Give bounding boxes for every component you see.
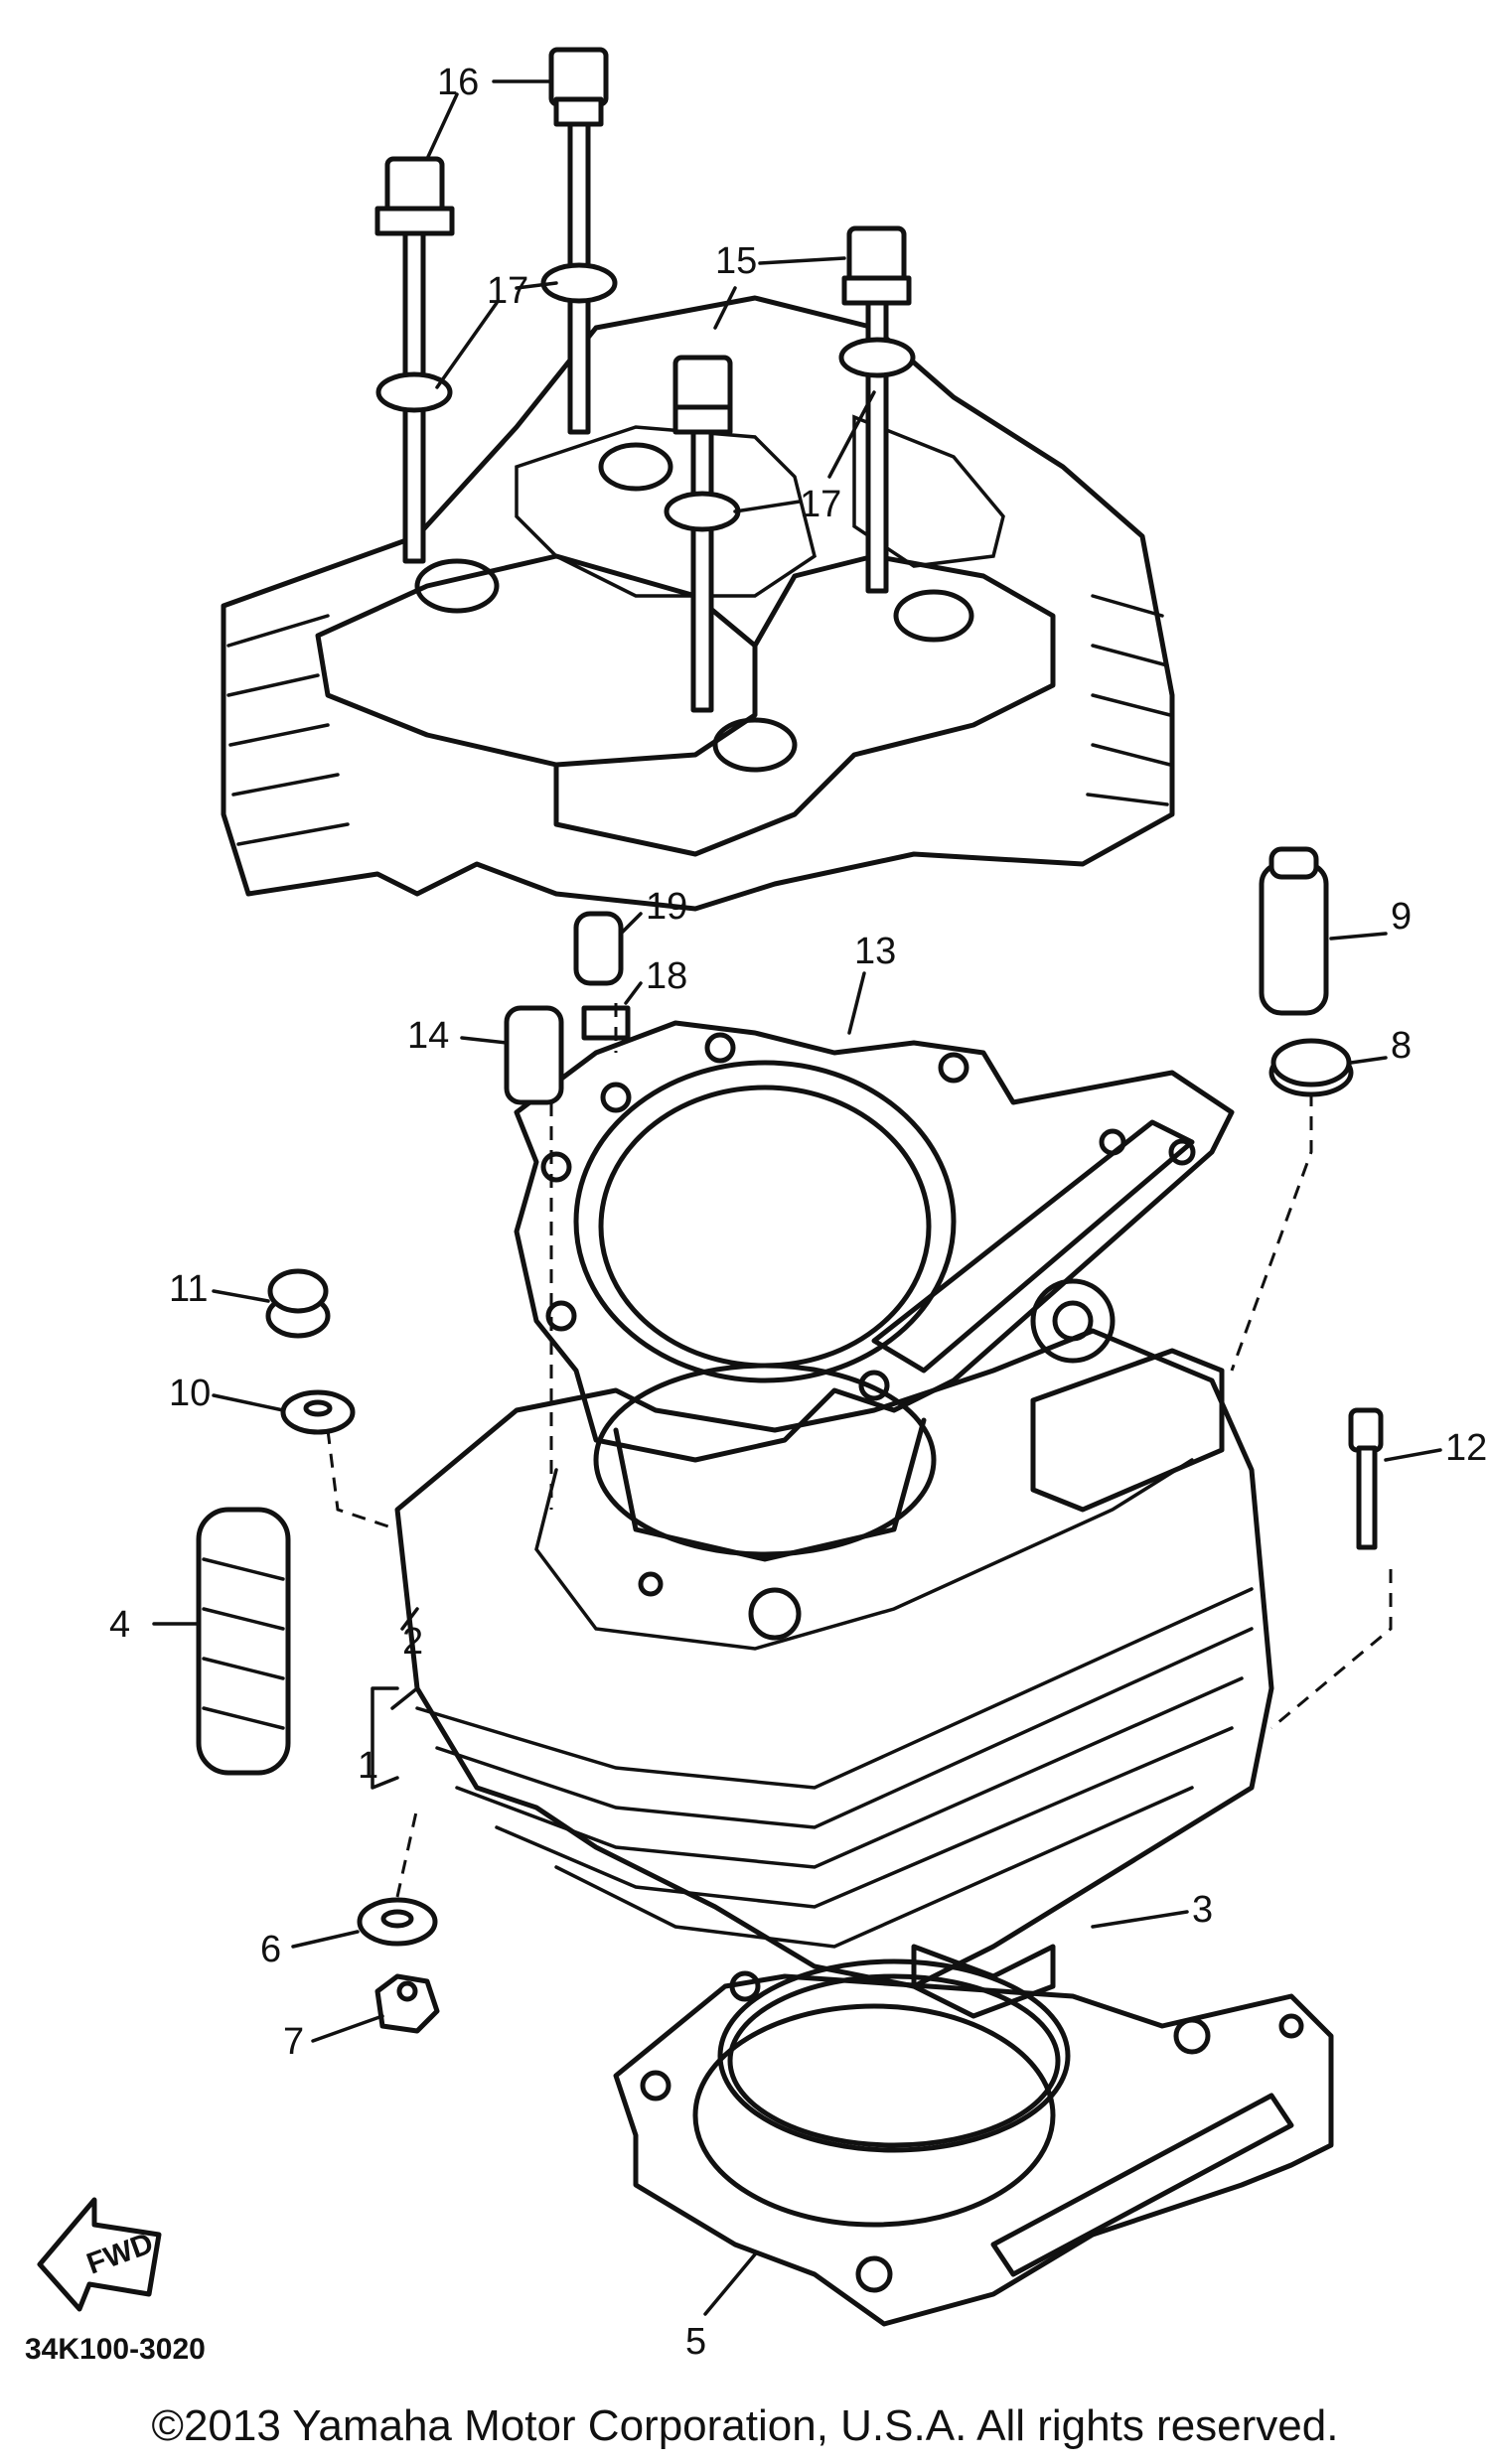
callout-16-top: 16 bbox=[437, 62, 479, 103]
callout-17-right: 17 bbox=[800, 484, 841, 525]
callout-1-bracket bbox=[371, 1686, 399, 1790]
callout-12: 12 bbox=[1445, 1427, 1487, 1469]
callout-4: 4 bbox=[109, 1604, 130, 1646]
callout-18: 18 bbox=[646, 955, 687, 997]
callout-3: 3 bbox=[1192, 1889, 1213, 1931]
callout-7: 7 bbox=[283, 2021, 304, 2063]
callout-14: 14 bbox=[407, 1015, 449, 1057]
callout-11: 11 bbox=[169, 1268, 208, 1310]
callout-13: 13 bbox=[854, 931, 896, 972]
callout-8: 8 bbox=[1391, 1025, 1412, 1067]
callout-17-left: 17 bbox=[487, 270, 528, 312]
copyright-notice: ©2013 Yamaha Motor Corporation, U.S.A. A… bbox=[151, 2401, 1339, 2450]
callout-5: 5 bbox=[685, 2321, 706, 2363]
callout-15: 15 bbox=[715, 240, 757, 282]
callout-10: 10 bbox=[169, 1373, 211, 1414]
callout-19: 19 bbox=[646, 886, 687, 928]
leader-lines bbox=[152, 79, 1442, 2316]
base-gasket bbox=[613, 1958, 1334, 2327]
callout-1: 1 bbox=[358, 1745, 378, 1787]
part-code: 34K100-3020 bbox=[25, 2333, 206, 2366]
head-bolts bbox=[374, 47, 916, 713]
callout-2: 2 bbox=[402, 1621, 423, 1663]
cylinder bbox=[394, 1278, 1274, 2019]
callout-9: 9 bbox=[1391, 896, 1412, 938]
small-parts: FWD bbox=[37, 846, 1384, 2312]
cylinder-head bbox=[221, 295, 1175, 912]
callout-6: 6 bbox=[260, 1929, 281, 1970]
